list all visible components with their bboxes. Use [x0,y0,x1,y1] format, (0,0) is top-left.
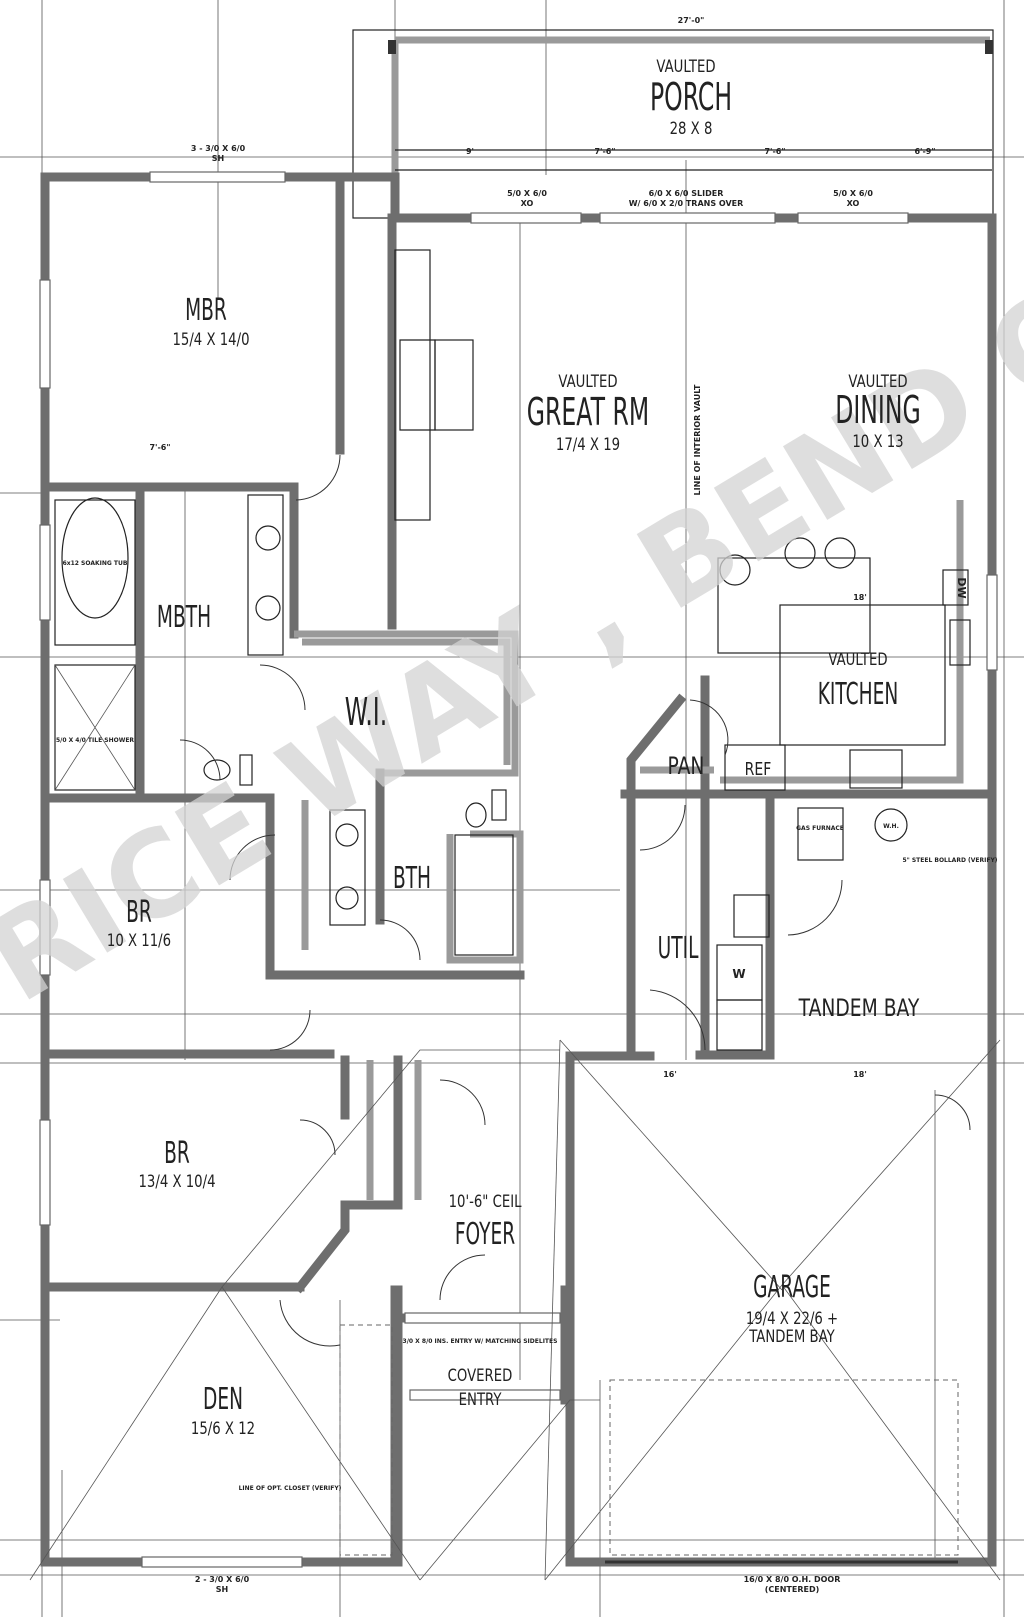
range [849,749,903,789]
foyer-qualifier: 10'-6" CEIL [449,1191,522,1211]
slider-note-2: W/ 6/0 X 2/0 TRANS OVER [629,199,744,208]
mbth-window [39,524,51,621]
entry-door-note: 3/0 X 8/0 INS. ENTRY W/ MATCHING SIDELIT… [403,1338,558,1345]
annotations: 27'-0" 3 - 3/0 X 6/0 SH 6/0 X 6/0 SLIDER… [56,16,998,1594]
walls [40,172,997,1567]
dryer [716,999,763,1051]
garage-door-note-2: (CENTERED) [765,1585,820,1594]
water-heater [874,808,908,842]
entry-name-2: ENTRY [459,1389,502,1409]
tub-shower [454,834,514,956]
porch-size: 28 X 8 [670,118,713,138]
ref-name: REF [745,758,772,779]
den-window-note: 2 - 3/0 X 6/0 [195,1575,250,1584]
slider-note: 6/0 X 6/0 SLIDER [649,189,724,198]
mbr-name: MBR [185,292,227,327]
fireplace-hearth [394,249,431,521]
toilet [203,759,231,781]
garage-name: GARAGE [753,1269,831,1304]
dim-7-6-a: 7'-6" [594,147,615,156]
dining-size: 10 X 13 [852,431,903,451]
garage-door-note: 16/0 X 8/0 O.H. DOOR [744,1575,841,1584]
dim-6-9: 6'-9" [914,147,935,156]
dim-util: 16' [663,1070,677,1079]
gas-furnace [797,807,844,861]
shower-note: 5/0 X 4/0 TILE SHOWER [56,737,134,744]
washer-label: W [732,967,745,981]
den-window [141,1556,303,1568]
br2-window [39,1119,51,1226]
entry-step [409,1389,561,1401]
mbth-name: MBTH [157,599,211,634]
closet-note: LINE OF OPT. CLOSET (VERIFY) [239,1485,342,1492]
dim-9: 9' [466,147,474,156]
kitchen-qualifier: VAULTED [828,649,887,669]
bth-name: BTH [393,860,431,895]
wi-name: W.I. [345,691,388,734]
bth-vanity [329,809,366,926]
kitchen-name: KITCHEN [818,676,899,711]
great-rm-qualifier: VAULTED [558,371,617,391]
windows [39,171,998,1568]
tile-shower [54,664,136,791]
vanity [247,494,284,656]
great-rm-name: GREAT RM [527,391,649,434]
pan-name: PAN [668,753,705,781]
dim-tandem: 18' [853,1070,867,1079]
interior-vault-note: LINE OF INTERIOR VAULT [693,384,702,495]
room-labels: VAULTED PORCH 28 X 8 MBR 15/4 X 14/0 VAU… [107,56,921,1438]
mbr-window [149,171,286,183]
dining-qualifier: VAULTED [848,371,907,391]
den-name: DEN [203,1381,243,1416]
sink [949,619,971,666]
mbr-side-window [39,279,51,389]
gas-furnace-label: GAS FURNACE [796,825,844,832]
dim-7-6-b: 7'-6" [764,147,785,156]
entry-door [404,1312,561,1324]
window-note-right: 5/0 X 6/0 [833,189,873,198]
util-name: UTIL [658,930,699,965]
porch-name: PORCH [650,76,732,119]
garage-size-2: TANDEM BAY [748,1326,835,1346]
br1-name: BR [126,894,152,929]
dw-label: DW [955,577,968,598]
foyer-name: FOYER [455,1216,515,1251]
tandem-bay-name: TANDEM BAY [798,995,920,1023]
br2-name: BR [164,1135,190,1170]
doors [179,454,971,1347]
den-window-note-2: SH [216,1585,228,1594]
window-note-left-2: XO [521,199,534,208]
dining-name: DINING [835,389,921,432]
br1-size: 10 X 11/6 [107,930,171,950]
dim-mbr: 7'-6" [149,443,170,452]
br1-window [39,879,51,976]
garage-detail [29,1039,1001,1581]
laundry-sink [733,894,770,938]
porch-qualifier: VAULTED [656,56,715,76]
mbr-size: 15/4 X 14/0 [172,329,249,349]
tub-note: 6x12 SOAKING TUB [63,560,128,567]
refrigerator [724,744,786,791]
fixtures [54,249,971,1051]
porch-width-dim: 27'-0" [678,16,705,25]
window-note-left: 5/0 X 6/0 [507,189,547,198]
soaking-tub [61,497,129,619]
dining-window [797,212,909,224]
slider-door [599,212,776,224]
great-rm-size: 17/4 X 19 [556,434,620,454]
garage-size: 19/4 X 22/6 + [746,1308,838,1328]
dim-kitchen: 18' [853,593,867,602]
bollard-note: 5" STEEL BOLLARD (VERIFY) [902,857,997,864]
br2-size: 13/4 X 10/4 [138,1171,215,1191]
entry-name: COVERED [448,1365,513,1385]
kitchen-window [986,574,998,671]
window-note-right-2: XO [847,199,860,208]
dishwasher [942,569,969,606]
mbr-window-note: 3 - 3/0 X 6/0 [191,144,246,153]
den-size: 15/6 X 12 [191,1418,255,1438]
mbr-window-note-2: SH [212,154,224,163]
great-rm-window [470,212,582,224]
water-heater-label: W.H. [883,823,899,830]
